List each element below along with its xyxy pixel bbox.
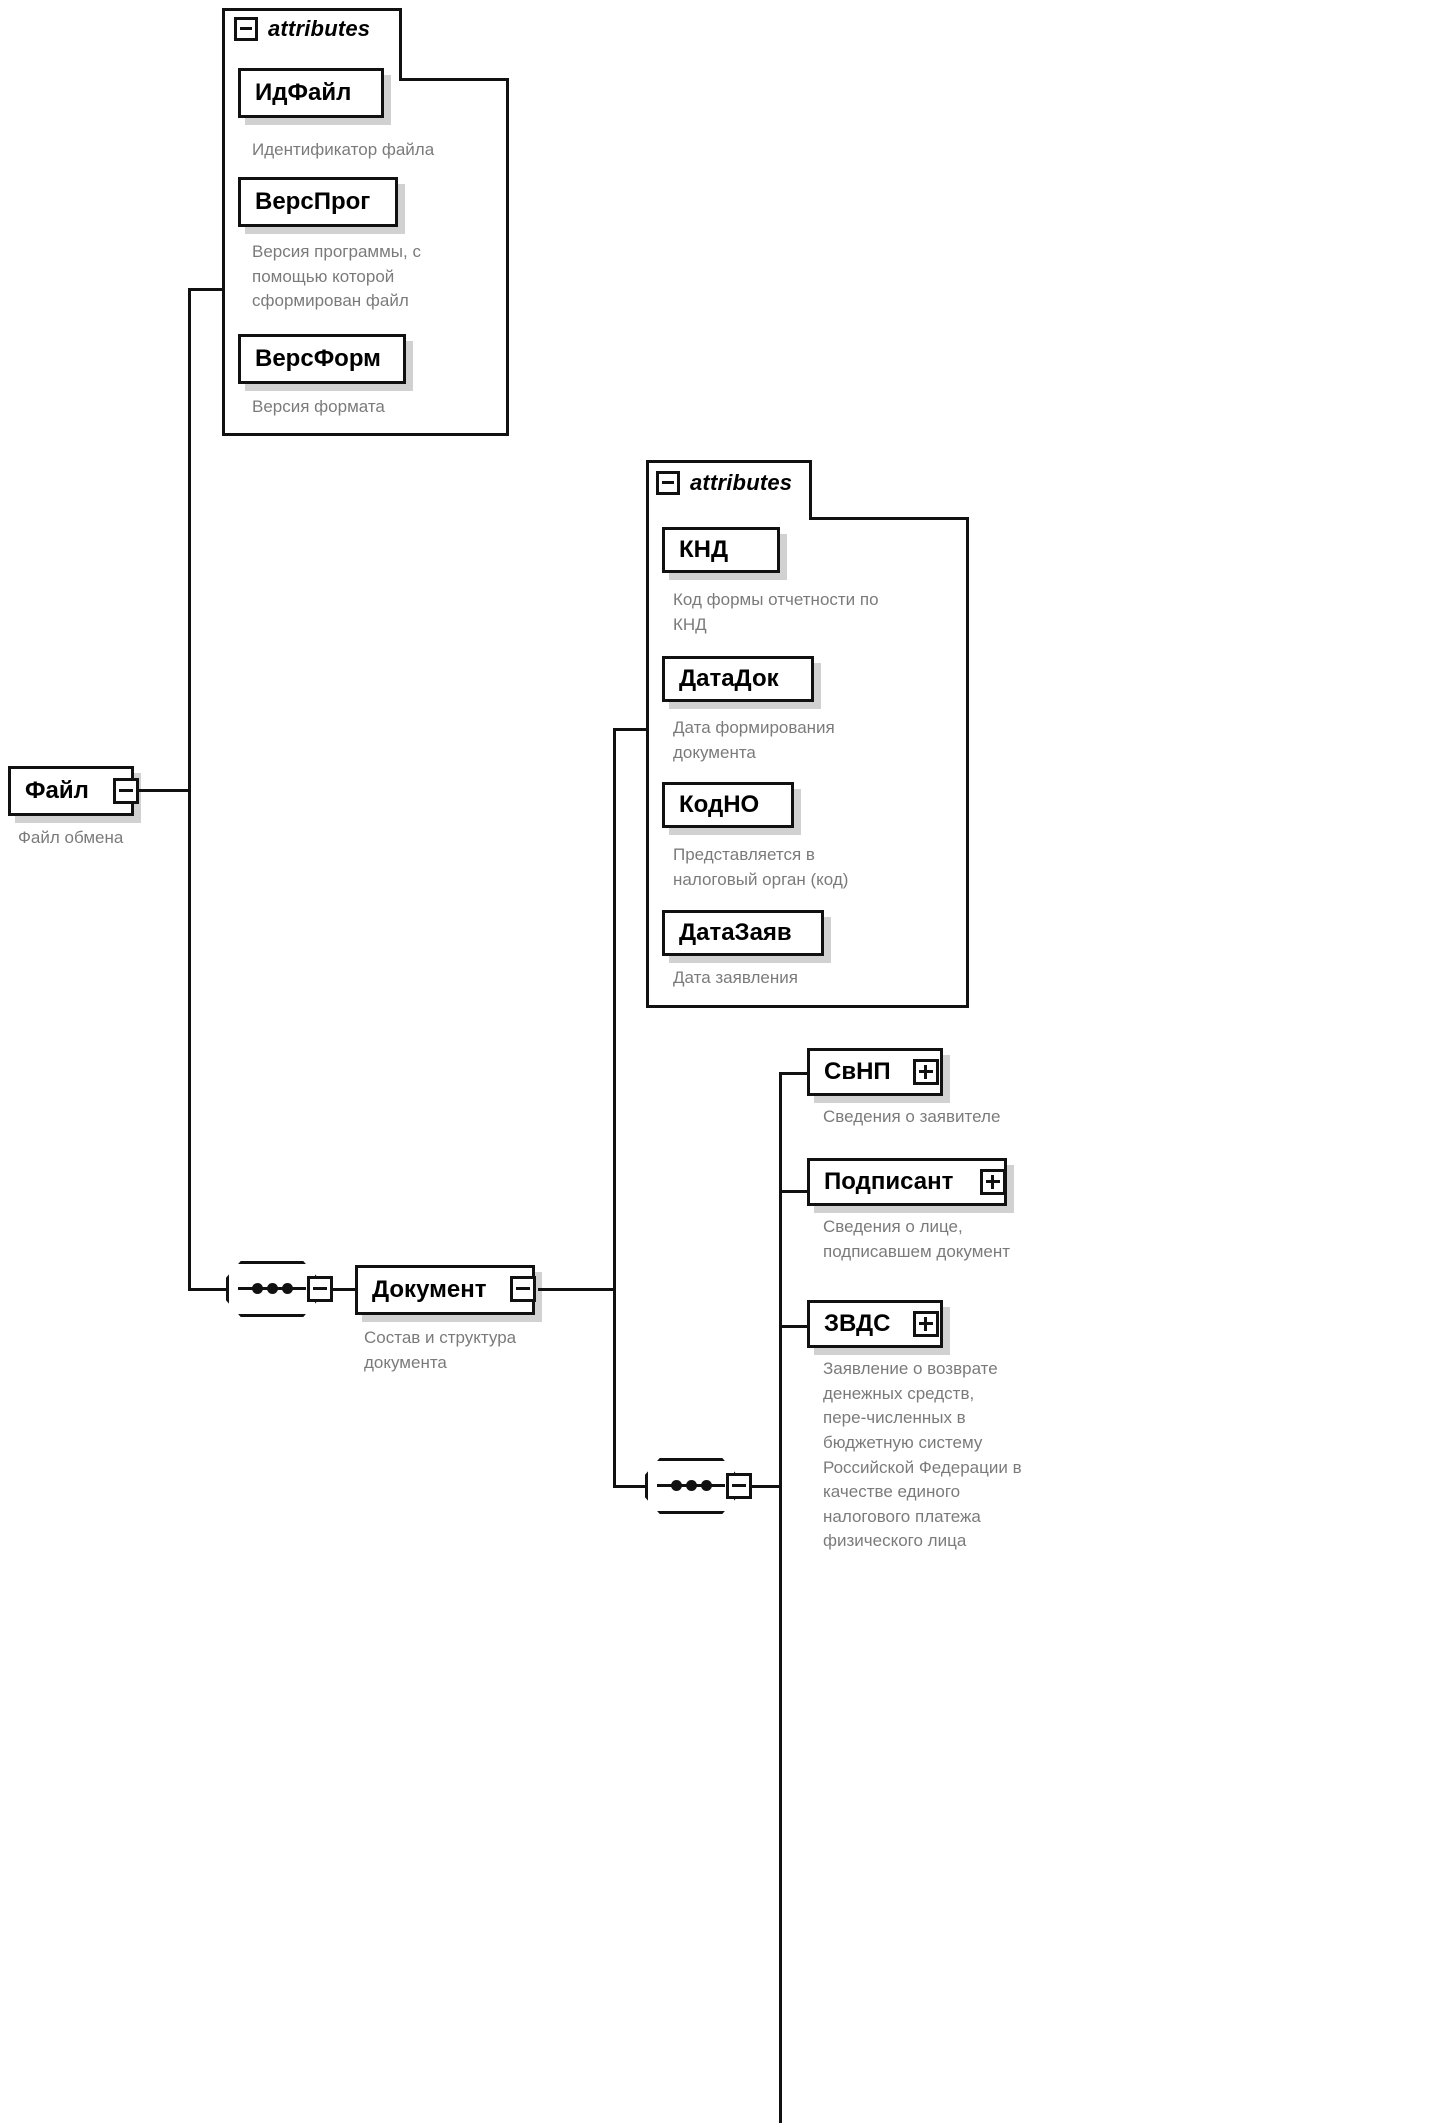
element-doc-fail: Файл обмена: [18, 828, 124, 847]
attribute-doc-versform: Версия формата: [252, 397, 385, 416]
sequence-dot-icon: [252, 1283, 263, 1294]
attribute-node-knd[interactable]: КНД: [662, 527, 780, 573]
plus-toggle-icon-podpisant[interactable]: [980, 1169, 1006, 1195]
attribute-label-versprog: ВерсПрог: [255, 188, 371, 215]
attribute-doc-versprog: Версия программы, с помощью которой сфор…: [252, 242, 421, 311]
plus-toggle-icon-svnp[interactable]: [913, 1059, 939, 1085]
attribute-doc-datadok: Дата формирования документа: [673, 718, 835, 762]
element-doc-svnp: Сведения о заявителе: [823, 1107, 1001, 1126]
file-attributes-panel-top-border-b: [399, 78, 509, 81]
sequence-dot-icon: [671, 1480, 682, 1491]
attribute-node-idfail[interactable]: ИдФайл: [238, 68, 384, 118]
minus-toggle-icon[interactable]: [234, 17, 258, 41]
element-label-podpisant: Подписант: [824, 1168, 954, 1195]
sequence-compositor-file[interactable]: [226, 1261, 318, 1317]
document-attributes-panel-top-border-b: [809, 517, 969, 520]
connector-bus-to-sequence-file: [188, 1288, 228, 1291]
document-attributes-panel-top-border-a: [646, 460, 812, 463]
file-attributes-label: attributes: [268, 16, 371, 41]
sequence-dot-icon: [267, 1283, 278, 1294]
attribute-doc-knd: Код формы отчетности по КНД: [673, 590, 879, 634]
connector-sequence-to-children-bus: [750, 1485, 782, 1488]
element-node-dokument[interactable]: Документ: [355, 1265, 535, 1315]
connector-sequence-to-document: [331, 1288, 356, 1291]
element-doc-podpisant: Сведения о лице, подписавшем документ: [823, 1217, 1011, 1261]
connector-bus-to-svnp: [779, 1072, 809, 1075]
file-attributes-panel-step-border: [399, 8, 402, 80]
sequence-dot-icon: [686, 1480, 697, 1491]
attribute-node-versprog[interactable]: ВерсПрог: [238, 177, 398, 227]
attribute-node-datazayav[interactable]: ДатаЗаяв: [662, 910, 824, 956]
element-label-zvds: ЗВДС: [824, 1310, 891, 1337]
document-attributes-panel-step-border: [809, 460, 812, 520]
attribute-label-versform: ВерсФорм: [255, 345, 381, 372]
element-label-dokument: Документ: [372, 1276, 487, 1303]
attribute-label-datadok: ДатаДок: [679, 665, 779, 692]
document-attributes-header[interactable]: attributes: [656, 470, 792, 496]
document-attributes-panel-bottom-border: [646, 1005, 969, 1008]
minus-toggle-icon-dokument[interactable]: [510, 1276, 536, 1302]
attribute-doc-idfail: Идентификатор файла: [252, 140, 435, 159]
file-attributes-panel-left-border: [222, 8, 225, 436]
branch-bus-children: [779, 1072, 782, 2123]
connector-dokument-to-bus: [538, 1288, 616, 1291]
file-attributes-panel-top-border-a: [222, 8, 402, 11]
branch-bus-document: [613, 728, 616, 1488]
element-doc-zvds: Заявление о возврате денежных средств, п…: [823, 1359, 1022, 1551]
connector-bus-to-file-attributes: [188, 288, 225, 291]
minus-toggle-icon-fail[interactable]: [113, 778, 139, 804]
connector-bus-to-document-attributes: [613, 728, 648, 731]
connector-fail-to-bus: [139, 789, 191, 792]
minus-toggle-icon-sequence-document[interactable]: [726, 1473, 752, 1499]
attribute-node-kodno[interactable]: КодНО: [662, 782, 794, 828]
element-node-podpisant[interactable]: Подписант: [807, 1158, 1007, 1206]
attribute-doc-kodno: Представляется в налоговый орган (код): [673, 845, 849, 889]
attribute-label-idfail: ИдФайл: [255, 79, 352, 106]
sequence-dot-icon: [282, 1283, 293, 1294]
sequence-dot-icon: [701, 1480, 712, 1491]
minus-toggle-icon[interactable]: [656, 471, 680, 495]
attribute-label-datazayav: ДатаЗаяв: [679, 919, 792, 946]
minus-toggle-icon-sequence-file[interactable]: [307, 1276, 333, 1302]
connector-bus-to-sequence-document: [613, 1485, 648, 1488]
file-attributes-panel-bottom-border: [222, 433, 509, 436]
document-attributes-panel-right-border: [966, 517, 969, 1008]
element-doc-dokument: Состав и структура документа: [364, 1328, 517, 1372]
plus-toggle-icon-zvds[interactable]: [913, 1311, 939, 1337]
connector-bus-to-podpisant: [779, 1190, 809, 1193]
branch-bus-file: [188, 288, 191, 1290]
document-attributes-panel-left-border: [646, 460, 649, 1008]
document-attributes-label: attributes: [690, 470, 793, 495]
attribute-label-kodno: КодНО: [679, 791, 760, 818]
attribute-node-versform[interactable]: ВерсФорм: [238, 334, 406, 384]
attribute-doc-datazayav: Дата заявления: [673, 968, 798, 987]
sequence-compositor-document[interactable]: [645, 1458, 737, 1514]
file-attributes-header[interactable]: attributes: [234, 16, 370, 42]
file-attributes-panel-right-border: [506, 78, 509, 436]
attribute-label-knd: КНД: [679, 536, 729, 563]
element-label-fail: Файл: [25, 777, 89, 804]
attribute-node-datadok[interactable]: ДатаДок: [662, 656, 814, 702]
element-label-svnp: СвНП: [824, 1058, 891, 1085]
connector-bus-to-zvds: [779, 1325, 809, 1328]
